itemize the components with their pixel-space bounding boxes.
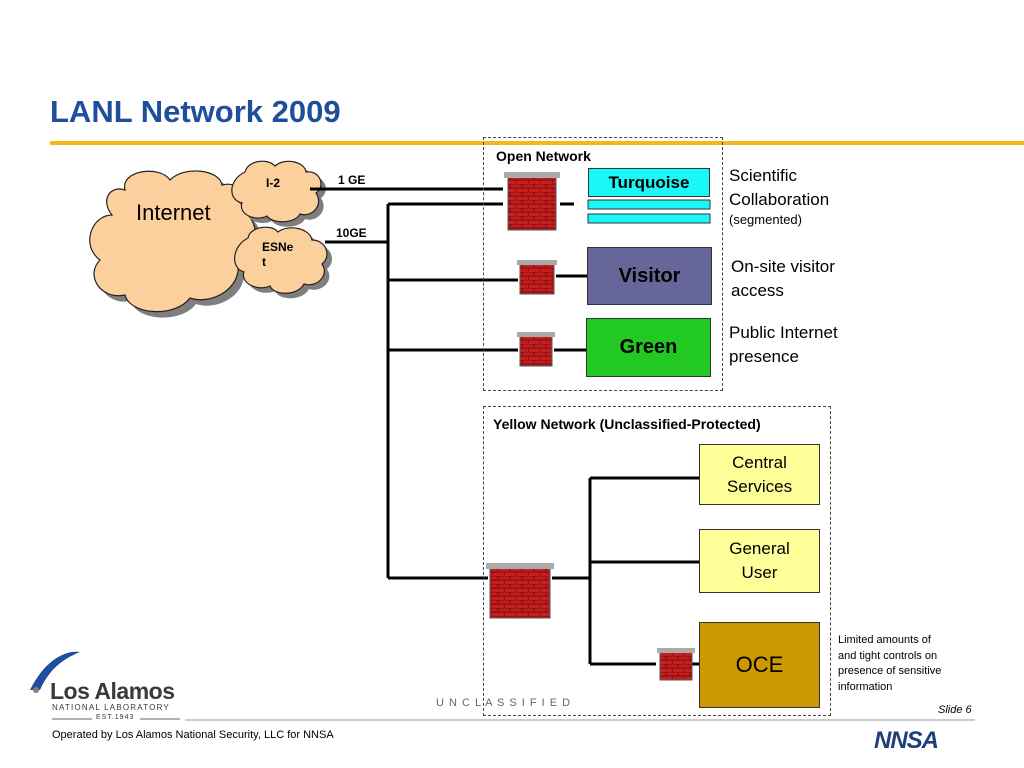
open-network-region — [483, 137, 723, 391]
yellow-network-label: Yellow Network (Unclassified-Protected) — [493, 416, 761, 432]
turquoise-segment — [587, 213, 711, 224]
firewall-oce — [657, 648, 695, 681]
firewall-yellow-main — [486, 563, 554, 619]
visitor-description: On-site visitor access — [731, 255, 835, 303]
turquoise-description: Scientific Collaboration (segmented) — [729, 164, 829, 228]
yellow-network-region — [483, 406, 831, 716]
open-network-label: Open Network — [496, 148, 591, 164]
oce-note-line2: and tight controls on — [838, 649, 938, 662]
general-user-line2: User — [741, 563, 778, 582]
turquoise-desc-note: (segmented) — [729, 212, 802, 227]
turquoise-box: Turquoise — [588, 168, 710, 197]
oce-note: Limited amounts of and tight controls on… — [838, 633, 941, 695]
link-10ge-label: 10GE — [336, 226, 367, 240]
general-user-box: General User — [699, 529, 820, 593]
firewall-visitor — [517, 260, 557, 295]
slide-number: Slide 6 — [938, 704, 972, 716]
esnet-cloud — [234, 226, 332, 299]
los-alamos-logo-est: EST.1943 — [96, 714, 135, 721]
los-alamos-logo-mark — [30, 651, 80, 693]
oce-box: OCE — [699, 622, 820, 708]
visitor-desc-line1: On-site visitor — [731, 257, 835, 276]
link-1ge-label: 1 GE — [338, 173, 366, 187]
esnet-label-line1: ESNe — [262, 240, 294, 254]
oce-note-line1: Limited amounts of — [838, 634, 931, 646]
turquoise-segment — [587, 199, 711, 210]
i2-label: I-2 — [266, 176, 281, 190]
visitor-box: Visitor — [587, 247, 712, 305]
title-rule — [50, 141, 1024, 145]
nnsa-logo: NNSA — [874, 727, 939, 754]
general-user-line1: General — [729, 539, 790, 558]
green-description: Public Internet presence — [729, 321, 838, 369]
central-services-line2: Services — [726, 476, 793, 496]
turquoise-desc-line2: Collaboration — [729, 190, 830, 209]
firewall-open-main — [504, 172, 560, 231]
los-alamos-logo-name: Los Alamos — [50, 678, 175, 704]
unclassified-marking: U N C L A S S I F I E D — [436, 697, 572, 709]
connection-lines — [310, 187, 700, 666]
turquoise-desc-line1: Scientific — [729, 166, 798, 185]
esnet-label-line2: t — [262, 255, 266, 269]
los-alamos-logo-subtitle: NATIONAL LABORATORY — [52, 703, 170, 712]
central-services-line1: Central — [732, 452, 787, 472]
green-box: Green — [586, 318, 711, 377]
esnet-label: ESNe t — [262, 240, 293, 270]
page-title: LANL Network 2009 — [50, 94, 341, 129]
firewall-green — [517, 332, 555, 367]
green-desc-line1: Public Internet — [729, 323, 838, 342]
green-desc-line2: presence — [729, 347, 799, 366]
internet-label: Internet — [136, 200, 211, 225]
oce-note-line3: presence of sensitive — [838, 665, 942, 677]
i2-cloud — [231, 160, 326, 227]
visitor-desc-line2: access — [731, 281, 784, 300]
operated-by-text: Operated by Los Alamos National Security… — [52, 729, 334, 741]
oce-note-line4: information — [838, 680, 893, 693]
central-services-box: Central Services — [699, 444, 820, 505]
internet-cloud — [89, 170, 262, 318]
